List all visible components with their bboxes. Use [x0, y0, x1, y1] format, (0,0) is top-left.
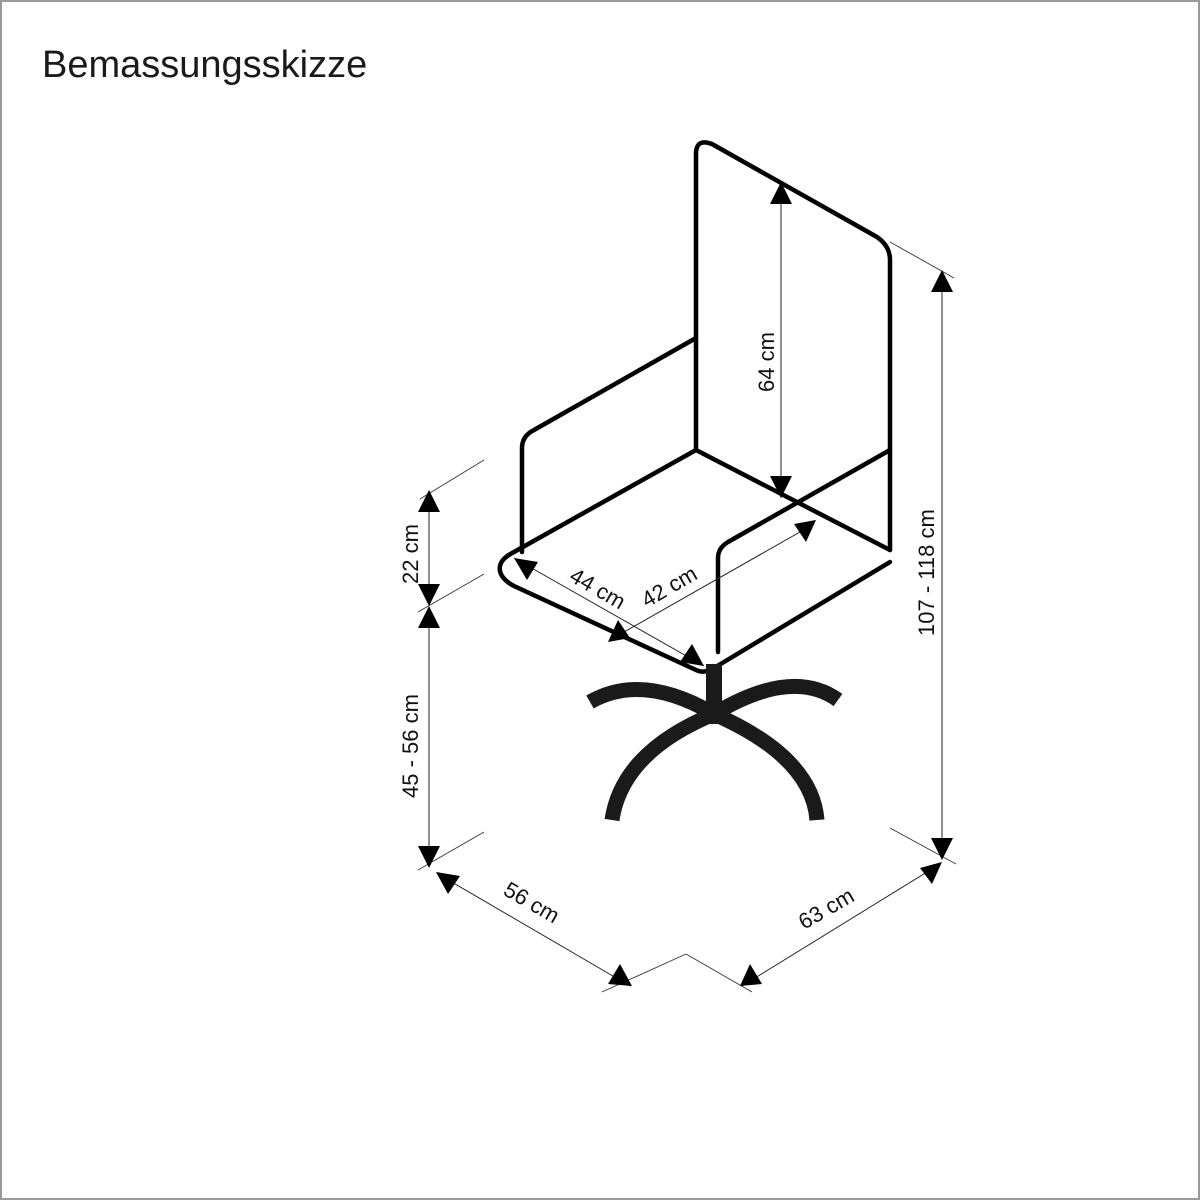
label-seat-width: 42 cm	[637, 561, 701, 613]
label-seat-depth: 44 cm	[566, 563, 630, 615]
label-armrest-height: 22 cm	[398, 524, 423, 584]
base-leg-right-back	[710, 678, 843, 721]
seat-front-edge	[711, 559, 893, 671]
dimension-backrest-height: 64 cm	[754, 182, 792, 498]
left-armrest-outline	[519, 335, 699, 555]
dimension-total-height: 107 - 118 cm	[889, 241, 957, 865]
label-overall-width: 56 cm	[500, 877, 564, 929]
label-backrest-height: 64 cm	[754, 332, 779, 392]
dimension-overall-width: 56 cm	[436, 872, 753, 993]
backrest-outline	[693, 140, 893, 553]
backrest-seat-line	[693, 447, 893, 553]
dimension-armrest-height: 22 cm	[398, 459, 485, 613]
label-total-height: 107 - 118 cm	[914, 509, 939, 636]
page-title: Bemassungsskizze	[42, 44, 368, 86]
seat-left-edge	[497, 447, 717, 674]
base-leg-left-back	[586, 682, 718, 721]
chair-outline	[497, 140, 893, 674]
base-leg-left-front	[604, 707, 717, 822]
label-seat-height: 45 - 56 cm	[398, 694, 423, 798]
right-armrest-outline	[715, 447, 893, 655]
dimension-overall-depth: 63 cm	[740, 862, 942, 987]
base-leg-right-front	[710, 707, 825, 821]
dimension-seat-height: 45 - 56 cm	[398, 606, 485, 871]
chair-base	[586, 664, 843, 822]
label-overall-depth: 63 cm	[794, 883, 858, 935]
